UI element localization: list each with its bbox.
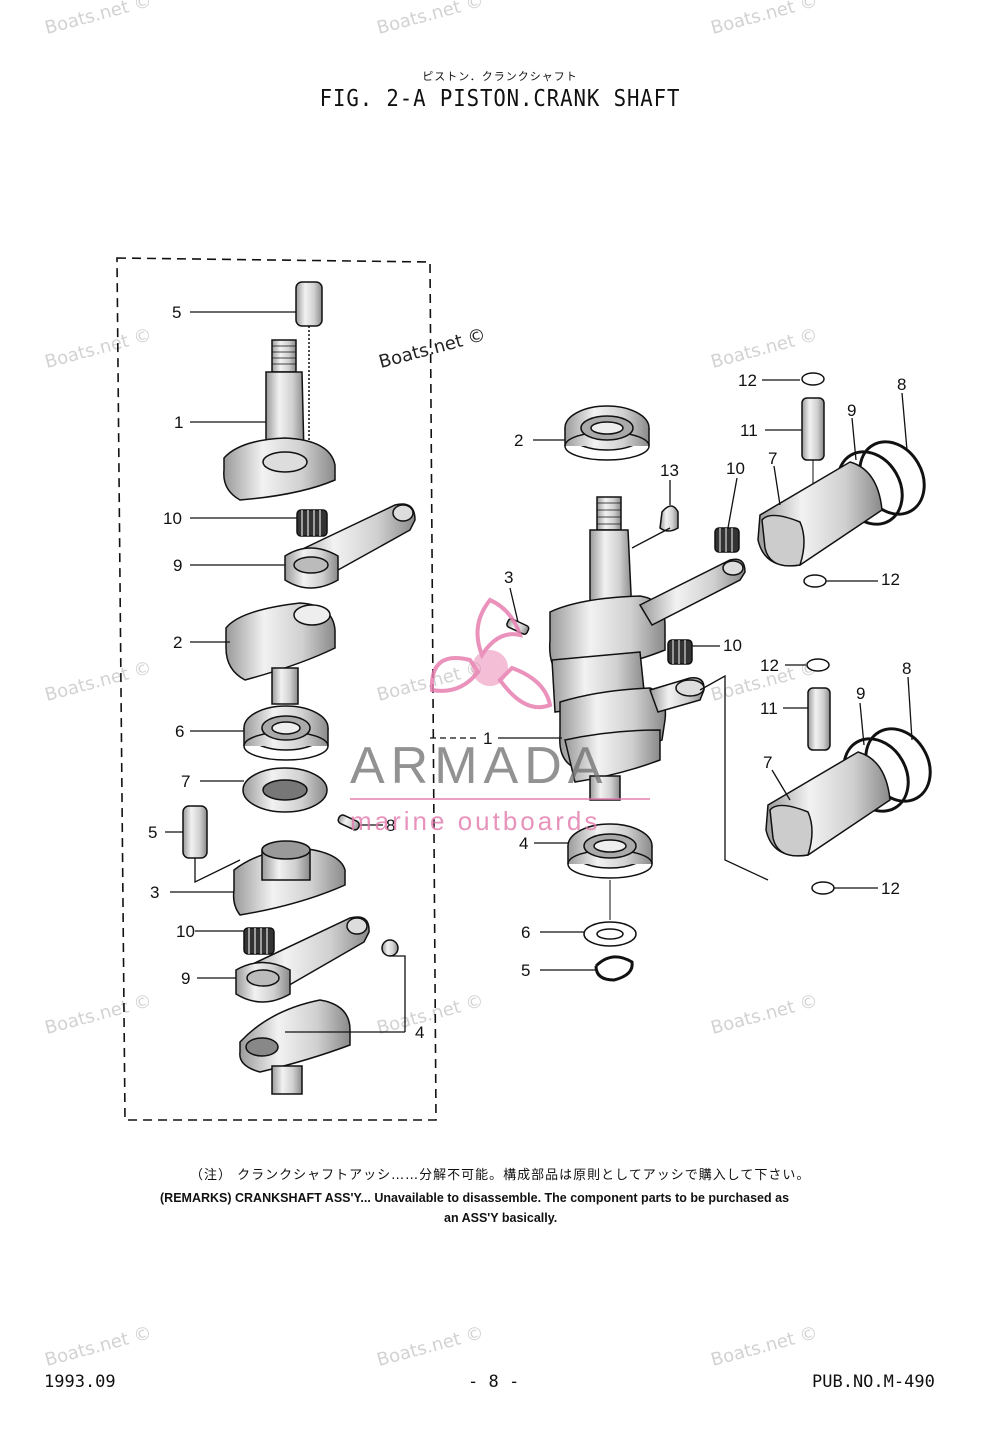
callout-label: 9	[181, 969, 190, 988]
callout-label: 10	[723, 636, 742, 655]
part-woodruff-key	[659, 505, 679, 532]
part-piston-lower-skirt	[769, 804, 813, 857]
part-right-shaft-thread	[596, 496, 622, 531]
callout-label: 6	[175, 722, 184, 741]
part-bottom-crank-web	[239, 999, 351, 1073]
part-needle-bearing-right-upper	[714, 527, 740, 553]
callout-label: 9	[173, 556, 182, 575]
callout-labels-left: 5 1 10 9 2 6 7 5 8 3 10 9 4	[148, 303, 424, 1042]
part-conrod-lower-big-end-hole	[246, 969, 280, 987]
part-ball-bearing-bottom-right	[567, 823, 653, 879]
part-conrod-lower-small-end	[346, 917, 368, 935]
part-seal-left	[242, 767, 328, 813]
callout-label: 4	[519, 834, 528, 853]
part-circlip-12-bottom	[803, 574, 827, 588]
part-circlip-12-top	[801, 372, 825, 386]
callout-label: 7	[768, 449, 777, 468]
part-crank-pin-top	[295, 281, 323, 327]
callout-label: 5	[148, 823, 157, 842]
callout-label: 7	[181, 772, 190, 791]
part-bottom-crank-web-hole	[245, 1037, 279, 1057]
footer-page-number: - 8 -	[468, 1372, 520, 1392]
left-exploded-crankshaft	[182, 281, 416, 1095]
callout-label: 8	[897, 375, 906, 394]
remarks-english-line2: an ASS'Y basically.	[444, 1211, 558, 1225]
callout-label: 11	[740, 421, 758, 440]
callout-label: 12	[881, 570, 900, 589]
callout-label: 10	[726, 459, 745, 478]
part-needle-bearing-right-lower	[667, 639, 693, 665]
callout-labels-right: 2 3 13 10 12 11 8 9 7 12 10 12 11 8 9 7 …	[483, 371, 911, 980]
remarks-english-line1: (REMARKS) CRANKSHAFT ASS'Y... Unavailabl…	[160, 1191, 790, 1205]
callout-label: 2	[514, 431, 523, 450]
part-key	[337, 814, 361, 831]
part-middle-journal	[271, 667, 299, 705]
callout-label: 10	[163, 509, 182, 528]
part-ball-bearing-left	[243, 705, 329, 761]
part-conrod-upper-small-end	[392, 504, 414, 522]
left-leader-lines	[165, 311, 406, 1033]
callout-label: 2	[173, 633, 182, 652]
part-right-bottom-journal	[589, 775, 621, 801]
callout-label: 1	[483, 729, 492, 748]
remarks-japanese: （注） クランクシャフトアッシ……分解不可能。構成部品は原則としてアッシで購入し…	[190, 1168, 811, 1183]
callout-label: 8	[386, 816, 395, 835]
part-right-shaft-thread-lines	[597, 502, 621, 525]
armada-propeller-icon	[429, 597, 553, 710]
title-japanese: ピストン．クランクシャフト	[422, 70, 578, 83]
part-upper-shaft-thread-lines	[272, 345, 296, 365]
part-ball-bearing-top-right	[564, 405, 650, 461]
callout-label: 8	[902, 659, 911, 678]
armada-logo-wordmark: ARMADA	[350, 737, 609, 795]
callout-label: 11	[760, 699, 778, 718]
callout-label: 12	[738, 371, 757, 390]
part-crank-pin-lower	[182, 805, 208, 859]
lower-piston-assembly	[765, 658, 932, 895]
part-conrod-right-upper	[638, 558, 746, 626]
part-middle-crank-web-hole	[293, 604, 331, 626]
callout-label: 4	[415, 1023, 424, 1042]
callout-label: 5	[521, 961, 530, 980]
part-needle-bearing-lower	[243, 927, 275, 955]
callout-label: 1	[174, 413, 183, 432]
callout-label: 7	[763, 753, 772, 772]
part-bottom-journal	[271, 1065, 303, 1095]
callout-label: 13	[660, 461, 679, 480]
right-assembled-crankshaft	[506, 405, 746, 982]
callout-label: 10	[176, 922, 195, 941]
assembly-dashed-box	[116, 257, 437, 1121]
callout-label: 9	[856, 684, 865, 703]
armada-logo-underline	[350, 798, 650, 800]
callout-label: 9	[847, 401, 856, 420]
part-circlip-12-lower-top	[806, 658, 830, 672]
part-conrod-right-upper-small-end	[722, 560, 744, 576]
part-conrod-right-lower-small-end	[675, 679, 705, 697]
part-lower-crank-web-bore	[261, 840, 311, 860]
part-circlip-12-lower-bottom	[811, 881, 835, 895]
page-title: FIG. 2-A PISTON.CRANK SHAFT	[319, 86, 681, 112]
part-circlip	[594, 955, 634, 982]
right-leader-lines	[430, 379, 913, 971]
footer-publication-number: PUB.NO.M-490	[812, 1372, 935, 1392]
callout-label: 3	[504, 568, 513, 587]
part-bottom-pin	[381, 939, 399, 957]
callout-label: 5	[172, 303, 181, 322]
part-piston-pin-lower	[807, 687, 831, 751]
part-upper-crank-web-hole	[262, 451, 308, 473]
part-washer	[583, 921, 637, 947]
part-needle-bearing-upper	[296, 509, 328, 537]
callout-label: 12	[881, 879, 900, 898]
part-conrod-upper-big-end-hole	[293, 556, 329, 574]
part-piston-upper-skirt	[761, 514, 805, 567]
footer-date: 1993.09	[44, 1372, 116, 1392]
upper-piston-assembly	[757, 372, 926, 588]
callout-label: 3	[150, 883, 159, 902]
callout-label: 12	[760, 656, 779, 675]
part-piston-pin-upper	[801, 397, 825, 461]
part-upper-shaft-thread	[271, 339, 297, 373]
armada-logo-tagline: marine outboards	[350, 806, 601, 836]
callout-label: 6	[521, 923, 530, 942]
